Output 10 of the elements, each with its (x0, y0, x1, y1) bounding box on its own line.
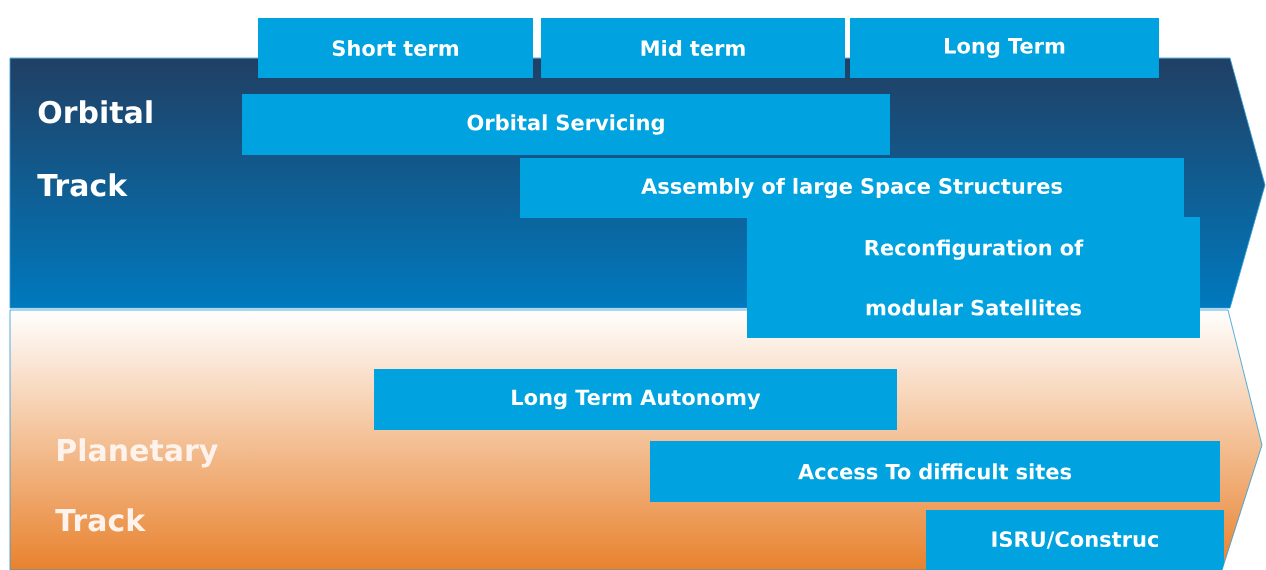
timeline-bar: Access To difficult sites (650, 441, 1220, 502)
timeline-bar: Orbital Servicing (242, 94, 890, 155)
timeline-bar: Long Term Autonomy (374, 369, 897, 430)
node-label: Assembly of large Space Structures (641, 177, 1062, 199)
timeline-bar: Mid term (541, 18, 845, 78)
timeline-bar: Short term (258, 18, 533, 78)
timeline-bar: Assembly of large Space Structures (520, 158, 1184, 218)
timeline-bar: Reconfiguration of modular Satellites (747, 217, 1200, 338)
timeline-bar: Long Term (850, 18, 1159, 78)
timeline-bar: ISRU/Construc (926, 510, 1224, 570)
